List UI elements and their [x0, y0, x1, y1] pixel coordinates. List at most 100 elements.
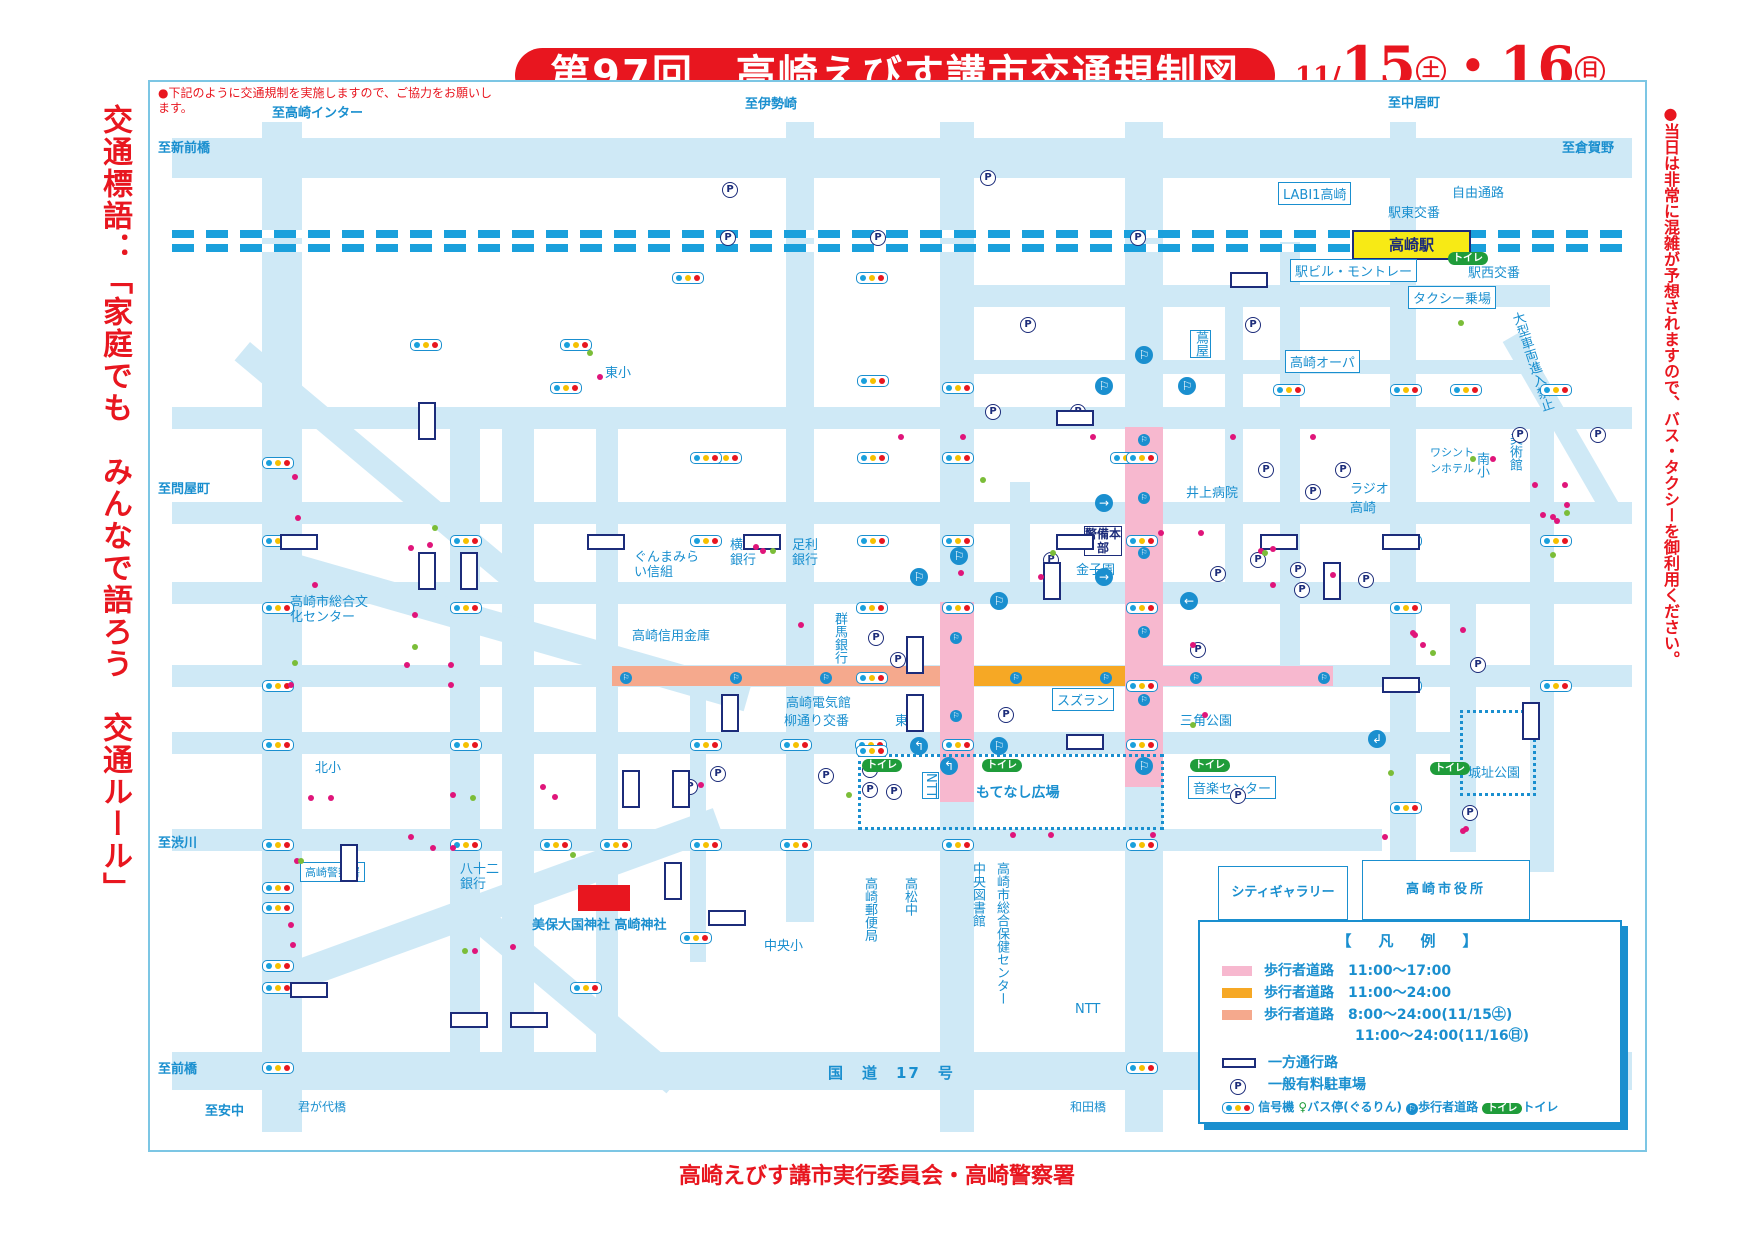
- traffic-signal-icon: [690, 739, 722, 751]
- traffic-signal-icon: [1126, 739, 1158, 751]
- traffic-signal-icon: [942, 602, 974, 614]
- traffic-signal-icon: [1126, 680, 1158, 692]
- label-kimigayo: 君が代橋: [298, 1100, 347, 1114]
- info-icon-14: ↲: [1368, 730, 1386, 748]
- oneway-arrow-icon: [906, 694, 924, 732]
- bus-stop-icon: [1490, 456, 1496, 462]
- bus-stop-icon: [1470, 456, 1476, 462]
- parking-icon: P: [710, 766, 726, 782]
- pedestrian-road-icon: ⚐: [1138, 492, 1150, 504]
- bus-stop-icon: [288, 922, 294, 928]
- oneway-arrow-icon: [340, 844, 358, 882]
- toilet-motenashi: トイレ: [982, 759, 1022, 772]
- bus-stop-icon: [1230, 434, 1236, 440]
- pedestrian-road-icon: ⚐: [1138, 694, 1150, 706]
- oneway-arrow-icon: [280, 534, 318, 550]
- bus-stop-icon: [290, 942, 296, 948]
- traffic-signal-icon: [1126, 839, 1158, 851]
- dir-toiyamachi: 至問屋町: [158, 482, 211, 497]
- road-v12: [1225, 307, 1243, 587]
- traffic-signal-icon: [672, 272, 704, 284]
- bus-stop-icon: [1554, 518, 1560, 524]
- legend-salmon-label: 歩行者道路: [1264, 1007, 1334, 1023]
- info-icon-9: ←: [1180, 592, 1198, 610]
- label-wadabashi: 和田橋: [1070, 1100, 1107, 1114]
- pedestrian-road-icon: ⚐: [950, 632, 962, 644]
- oneway-arrow-icon: [708, 910, 746, 926]
- parking-icon: P: [1294, 582, 1310, 598]
- parking-icon: P: [1230, 788, 1246, 804]
- railway-top: [172, 230, 1632, 238]
- parking-icon: P: [870, 230, 886, 246]
- bus-stop-icon: [1532, 482, 1538, 488]
- legend-row-misc: 信号機 ♀バス停(ぐるりん) ⚐歩行者道路 トイレトイレ: [1222, 1098, 1558, 1115]
- bus-stop-icon: [1420, 642, 1426, 648]
- bus-stop-icon: [1270, 582, 1276, 588]
- bus-stop-icon: [1430, 650, 1436, 656]
- railway-bottom: [172, 244, 1632, 252]
- info-icon-7: ⚐: [950, 547, 968, 565]
- building-shiyakusho: 高崎市役所: [1362, 860, 1530, 920]
- traffic-signal-icon: [262, 457, 294, 469]
- bus-stop-icon: [1562, 482, 1568, 488]
- bus-stop-icon: [958, 570, 964, 576]
- label-washington: ワシントンホテル: [1430, 446, 1474, 475]
- traffic-signal-icon: [1126, 602, 1158, 614]
- label-inoue: 井上病院: [1186, 486, 1239, 501]
- bus-stop-icon: [408, 545, 414, 551]
- label-chuosho: 中央小: [764, 939, 804, 954]
- traffic-signal-icon: [262, 739, 294, 751]
- label-gunma-bank: 群馬銀行: [832, 612, 847, 664]
- bus-stop-icon: [1330, 572, 1336, 578]
- bus-stop-icon: [1460, 627, 1466, 633]
- road-v4: [596, 422, 618, 1062]
- label-motenashi: もてなし広場: [976, 785, 1060, 801]
- legend-box: 【 凡 例 】 歩行者道路 11:00〜17:00 歩行者道路 11:00〜24…: [1198, 920, 1622, 1124]
- pedestrian-road-icon: ⚐: [1138, 434, 1150, 446]
- legend-toilet-icon: トイレ: [1482, 1103, 1523, 1114]
- info-icon-8: ⚐: [990, 592, 1008, 610]
- bus-stop-icon: [770, 548, 776, 554]
- road-h1: [172, 138, 1632, 178]
- traffic-signal-icon: [1390, 384, 1422, 396]
- bus-stop-icon: [450, 792, 456, 798]
- parking-icon: P: [1290, 562, 1306, 578]
- oneway-arrow-icon: [1382, 677, 1420, 693]
- traffic-signal-icon: [1540, 680, 1572, 692]
- parking-icon: P: [998, 707, 1014, 723]
- bus-stop-icon: [1010, 832, 1016, 838]
- label-kameya: 蔦屋: [1190, 330, 1211, 358]
- traffic-signal-icon: [262, 1062, 294, 1074]
- bus-stop-icon: [1310, 434, 1316, 440]
- parking-icon: P: [1512, 427, 1528, 443]
- pedestrian-road-icon: ⚐: [1138, 547, 1150, 559]
- oneway-arrow-icon: [418, 552, 436, 590]
- parking-icon: P: [1258, 462, 1274, 478]
- legend-swatch-pink: [1222, 966, 1252, 976]
- side-notice: ●当日は非常に混雑が予想されますので、バス・タクシーを御利用ください。: [1661, 104, 1680, 667]
- bus-stop-icon: [1038, 574, 1044, 580]
- traffic-signal-icon: [1126, 1062, 1158, 1074]
- bus-stop-icon: [292, 474, 298, 480]
- bus-stop-icon: [404, 662, 410, 668]
- legend-pink-time: 11:00〜17:00: [1348, 963, 1452, 979]
- road-h-north: [970, 360, 1530, 374]
- legend-row-oneway: 一方通行路: [1222, 1052, 1338, 1072]
- bus-stop-icon: [470, 795, 476, 801]
- shrine-marker: [578, 885, 630, 911]
- bus-stop-icon: [1550, 514, 1556, 520]
- legend-row-pink: 歩行者道路 11:00〜17:00: [1222, 960, 1451, 980]
- info-icon-11: ↰: [940, 757, 958, 775]
- notice-text: ●下記のように交通規制を実施しますので、ご協力をお願いします。: [158, 86, 492, 115]
- label-kitasho: 北小: [315, 761, 342, 776]
- info-icon-10: ↰: [910, 737, 928, 755]
- bus-stop-icon: [552, 794, 558, 800]
- legend-salmon-time: 8:00〜24:00(11/15㊏): [1348, 1007, 1513, 1023]
- toilet-ntt: トイレ: [862, 759, 902, 772]
- legend-swatch-salmon: [1222, 1010, 1252, 1020]
- traffic-signal-icon: [450, 739, 482, 751]
- parking-icon: P: [1210, 566, 1226, 582]
- legend-ped-label: 歩行者道路: [1418, 1100, 1479, 1114]
- parking-icon: P: [1305, 484, 1321, 500]
- traffic-signal-icon: [1126, 535, 1158, 547]
